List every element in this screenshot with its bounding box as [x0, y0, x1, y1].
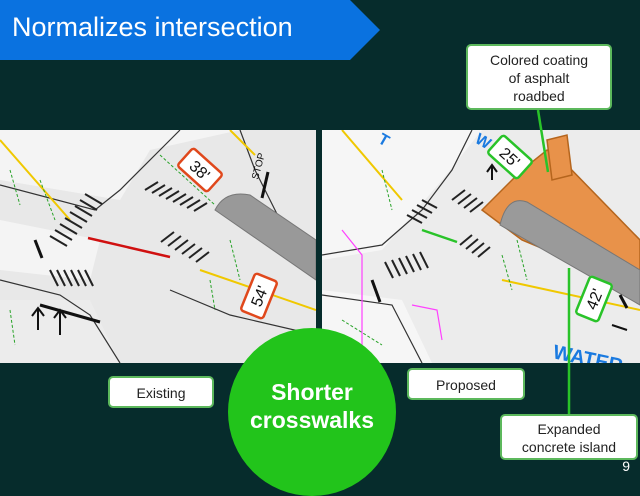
center-label-line-2: crosswalks: [249, 407, 375, 433]
coating-callout: Colored coating of asphalt roadbed: [466, 44, 612, 110]
coating-callout-line-1: Colored coating: [489, 52, 589, 68]
existing-intersection-map: STOP: [0, 130, 316, 363]
existing-label: Existing: [108, 376, 214, 408]
island-callout-line-1: Expanded: [537, 421, 601, 437]
shorter-crosswalks-badge: Shorter crosswalks: [228, 328, 396, 496]
slide-title: Normalizes intersection: [12, 12, 293, 42]
island-callout-line-2: concrete island: [521, 439, 617, 455]
proposed-label: Proposed: [407, 368, 525, 400]
proposed-intersection-map: WATER W T: [322, 130, 640, 363]
coating-callout-line-2: of asphalt: [508, 70, 570, 86]
title-banner: Normalizes intersection: [0, 0, 380, 60]
coating-callout-line-3: roadbed: [513, 88, 565, 104]
island-callout: Expanded concrete island: [500, 414, 638, 460]
center-label-line-1: Shorter: [271, 379, 353, 405]
page-number: 9: [622, 458, 630, 474]
